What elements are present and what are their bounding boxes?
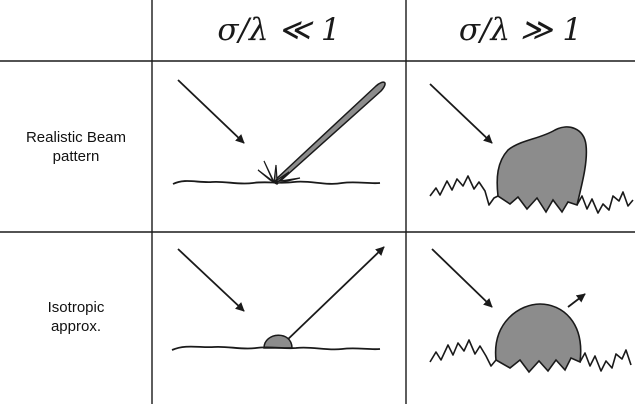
panel-rough-realistic [429,83,634,214]
scattered-blob [496,126,588,214]
rough-surface [429,175,634,214]
specular-lobe [271,81,386,185]
panel-smooth-isotropic [171,246,385,351]
reflected-arrow [283,246,385,344]
row-label-realistic-line1: Realistic Beam [25,129,127,146]
incident-arrow [431,248,493,308]
incident-arrow [177,79,245,144]
incident-arrow [177,248,245,312]
panel-smooth-realistic [172,79,386,185]
isotropic-hemisphere [494,303,582,374]
reflected-arrow [567,293,586,308]
row-label-realistic-line2: pattern [52,148,100,165]
smooth-surface [171,345,381,351]
rough-surface [429,339,632,372]
diffuse-petals [257,160,301,184]
incident-arrow [429,83,493,144]
header-small-roughness: σ/λ ≪ 1 [217,12,341,48]
row-label-realistic: Realistic Beam pattern [0,128,152,166]
row-label-isotropic-line1: Isotropic [47,299,105,316]
panel-rough-isotropic [429,248,632,374]
row-label-isotropic: Isotropic approx. [0,298,152,336]
header-large-roughness: σ/λ ≫ 1 [458,12,583,48]
isotropic-hemisphere [263,334,293,349]
row-label-isotropic-line2: approx. [50,318,102,335]
